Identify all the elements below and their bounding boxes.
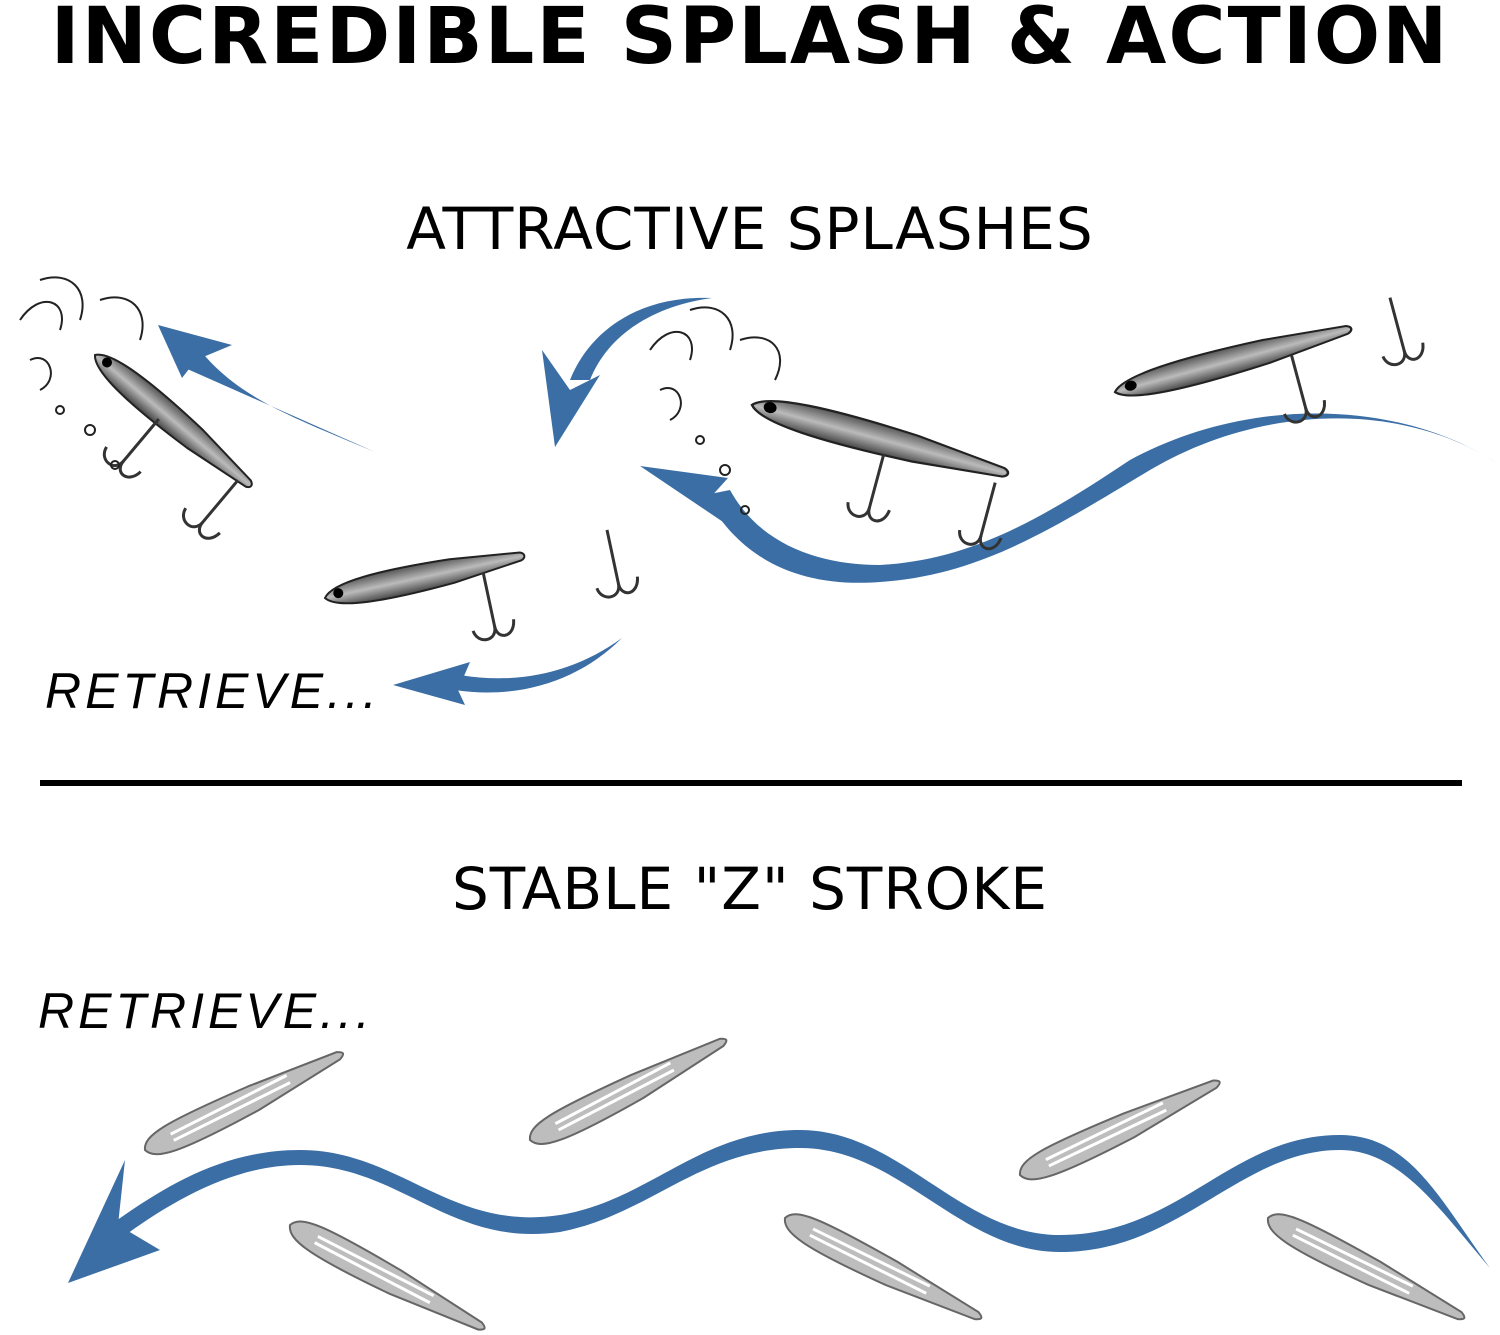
- arrow-retrieve-small: [393, 638, 622, 705]
- section-heading-z-stroke: STABLE "Z" STROKE: [451, 855, 1048, 923]
- splash-right: [649, 306, 781, 515]
- arrow-wave-top: [640, 413, 1497, 583]
- main-title: INCREDIBLE SPLASH & ACTION: [50, 0, 1450, 82]
- splash-left: [19, 276, 144, 470]
- arrow-wave-bottom: [68, 1130, 1490, 1283]
- section-divider: [40, 780, 1462, 786]
- arrow-splash-left: [158, 325, 375, 452]
- lure-splashing-right: [746, 389, 1017, 554]
- section-heading-splashes: ATTRACTIVE SPLASHES: [406, 195, 1094, 263]
- lure-right: [1110, 290, 1428, 427]
- lure-splashing-left: [85, 343, 261, 546]
- retrieve-label-top: RETRIEVE...: [45, 663, 381, 719]
- lure-mid: [321, 524, 642, 644]
- arrow-splash-middle: [542, 297, 712, 447]
- retrieve-label-bottom: RETRIEVE...: [38, 983, 374, 1039]
- soft-lures: [137, 1026, 1473, 1335]
